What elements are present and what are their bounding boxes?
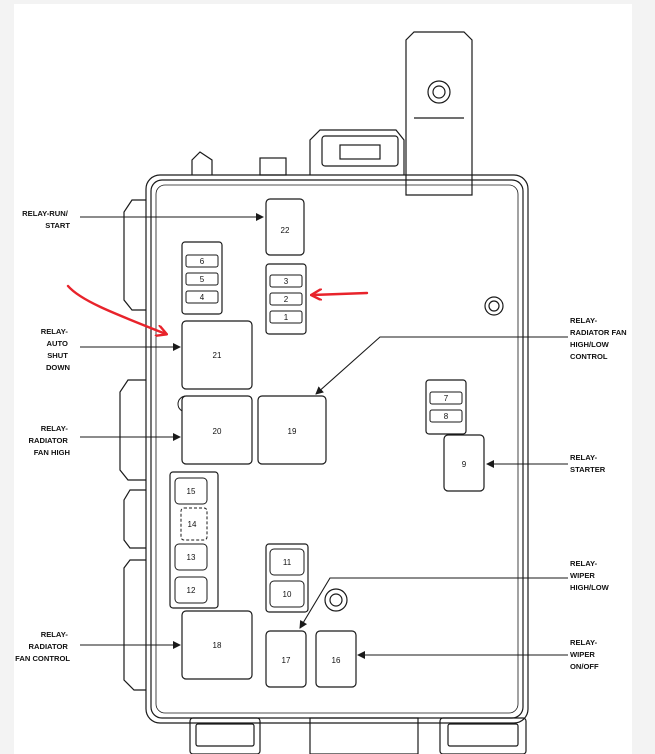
label-12: 12 <box>187 586 196 595</box>
label-21: 21 <box>213 351 222 360</box>
label-13: 13 <box>187 553 196 562</box>
label-relay-radiator-fan-high: RELAY- RADIATOR FAN HIGH <box>29 424 71 457</box>
label-relay-auto-shut-down: RELAY- AUTO SHUT DOWN <box>41 327 70 372</box>
label-4: 4 <box>200 293 205 302</box>
label-relay-wiper-on-off: RELAY- WIPER ON/OFF <box>570 638 599 671</box>
label-22: 22 <box>281 226 290 235</box>
label-19: 19 <box>288 427 297 436</box>
relay-21: 21 <box>181 320 253 390</box>
relay-22-body <box>265 198 305 256</box>
label-18: 18 <box>213 641 222 650</box>
label-10: 10 <box>283 590 292 599</box>
relay-16: 16 <box>315 630 357 688</box>
red-arrow-auto-shut-down <box>66 284 166 334</box>
relay-17: 17 <box>265 630 307 688</box>
relay-22: 22 <box>265 198 305 256</box>
leader-fan-high-low-control <box>315 336 568 395</box>
label-7: 7 <box>444 394 449 403</box>
callout-lines <box>80 213 568 659</box>
relay-20: 20 <box>177 395 253 465</box>
mini-fuse-group-7-8: 7 8 <box>425 379 467 435</box>
fuse-group-12-15: 15 14 13 12 <box>169 471 219 609</box>
mini-fuse-group-4-6: 6 5 4 <box>181 241 223 315</box>
red-annotations <box>66 284 369 334</box>
label-relay-starter: RELAY- STARTER <box>570 453 606 474</box>
relay-18: 18 <box>181 610 253 680</box>
relay-labels: RELAY-RUN/ START RELAY- AUTO SHUT DOWN R… <box>15 209 629 671</box>
fuse-box-housing <box>119 31 529 754</box>
label-20: 20 <box>213 427 222 436</box>
label-relay-wiper-high-low: RELAY- WIPER HIGH/LOW <box>570 559 610 592</box>
label-2: 2 <box>284 295 289 304</box>
red-arrow-fuse-2 <box>312 293 369 295</box>
label-8: 8 <box>444 412 449 421</box>
relay-9: 9 <box>443 434 485 492</box>
label-relay-radiator-fan-control: RELAY- RADIATOR FAN CONTROL <box>15 630 70 663</box>
page-panel <box>14 4 632 754</box>
label-relay-radiator-fan-high-low-control: RELAY- RADIATOR FAN HIGH/LOW CONTROL <box>570 316 629 361</box>
label-15: 15 <box>187 487 196 496</box>
label-9: 9 <box>462 460 467 469</box>
label-17: 17 <box>282 656 291 665</box>
label-3: 3 <box>284 277 289 286</box>
label-relay-run-start: RELAY-RUN/ START <box>22 209 70 230</box>
relay-19: 19 <box>257 395 327 465</box>
leader-wiper-high-low <box>299 577 568 629</box>
label-14: 14 <box>188 520 197 529</box>
label-6: 6 <box>200 257 205 266</box>
mini-fuse-group-1-3: 3 2 1 <box>265 263 307 335</box>
label-5: 5 <box>200 275 205 284</box>
label-16: 16 <box>332 656 341 665</box>
label-1: 1 <box>284 313 289 322</box>
fuse-group-10-11: 11 10 <box>265 543 309 613</box>
label-11: 11 <box>283 558 292 567</box>
